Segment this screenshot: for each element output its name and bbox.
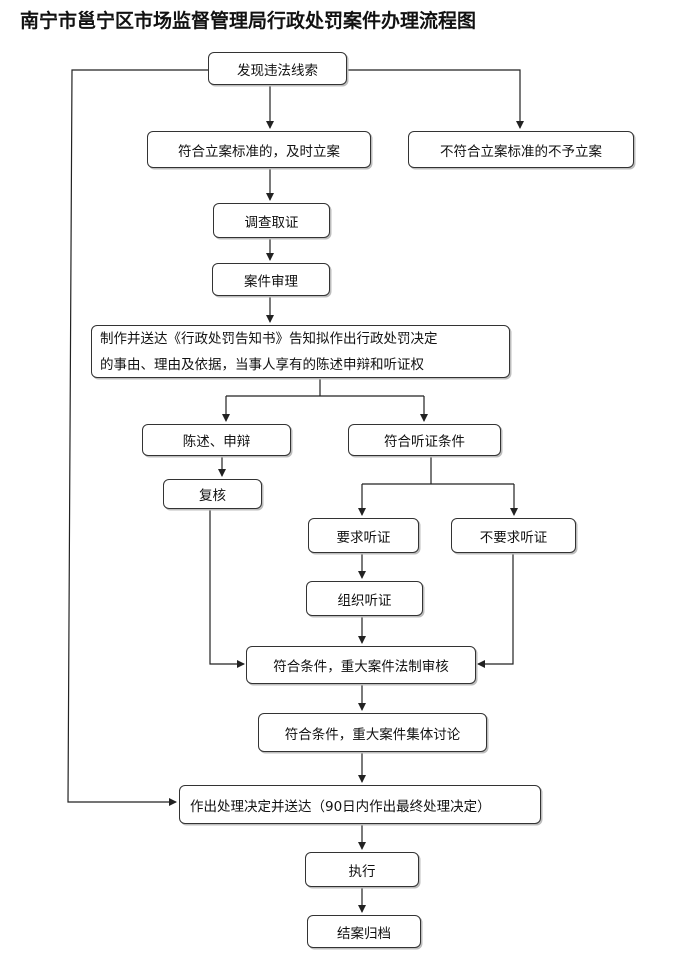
arrow-no-request-to-legal-review [477, 553, 514, 668]
node-request-hearing: 要求听证 [308, 518, 419, 553]
node-organize-hearing: 组织听证 [306, 581, 423, 616]
node-not-meets-filing: 不符合立案标准的不予立案 [408, 131, 634, 168]
node-hearing-conditions: 符合听证条件 [348, 424, 501, 456]
arrow-recheck-to-legal-review [209, 509, 245, 668]
node-notice: 制作并送达《行政处罚告知书》告知拟作出行政处罚决定 的事由、理由及依据，当事人享… [91, 325, 510, 378]
node-no-request-hearing: 不要求听证 [451, 518, 576, 553]
node-notice-line1: 制作并送达《行政处罚告知书》告知拟作出行政处罚决定 [100, 330, 438, 347]
node-execute: 执行 [305, 852, 419, 887]
node-review-case: 案件审理 [212, 263, 330, 296]
node-meets-filing: 符合立案标准的，及时立案 [147, 131, 371, 168]
node-investigate: 调查取证 [213, 203, 330, 238]
node-discover: 发现违法线索 [208, 52, 347, 85]
node-decision: 作出处理决定并送达（90日内作出最终处理决定） [179, 785, 541, 824]
arrow-discover-to-decision [67, 69, 208, 806]
node-statement: 陈述、申辩 [142, 424, 291, 456]
node-collective-discussion: 符合条件，重大案件集体讨论 [258, 713, 487, 752]
node-recheck: 复核 [163, 479, 262, 509]
page-title: 南宁市邕宁区市场监督管理局行政处罚案件办理流程图 [20, 10, 477, 32]
node-notice-line2: 的事由、理由及依据，当事人享有的陈述申辩和听证权 [100, 356, 424, 373]
node-archive: 结案归档 [307, 915, 421, 948]
node-legal-review: 符合条件，重大案件法制审核 [246, 646, 476, 684]
arrow-discover-to-no-filing [347, 69, 524, 129]
